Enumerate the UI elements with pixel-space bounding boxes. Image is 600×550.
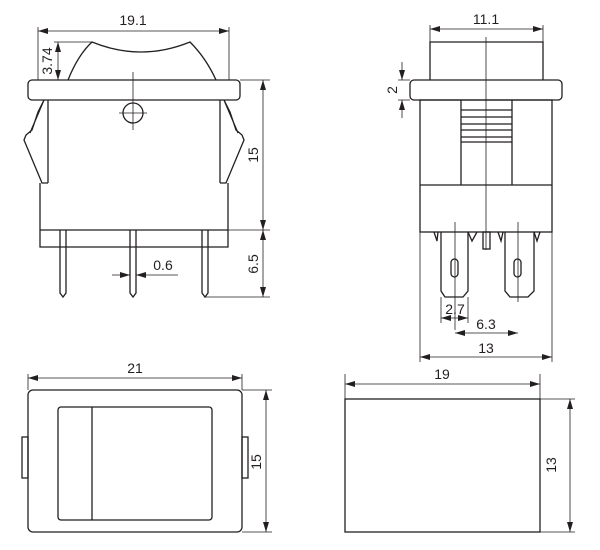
dim-body-width: 13 xyxy=(478,340,494,356)
dim-rocker-height: 3.74 xyxy=(39,47,55,74)
right-latch xyxy=(220,99,245,184)
dim-pin-width: 0.6 xyxy=(153,257,173,273)
dim-width: 19.1 xyxy=(119,12,146,28)
dim-pin-length: 6.5 xyxy=(245,254,261,274)
dim-top-width: 21 xyxy=(127,360,143,376)
dim-terminal-width: 2.7 xyxy=(445,301,465,317)
stripes xyxy=(461,109,512,143)
outer-bezel xyxy=(27,389,243,533)
center-tab xyxy=(482,231,491,250)
side-view: 11.1 2 2.7 6.3 13 xyxy=(384,11,563,362)
dim-flange-thickness: 2 xyxy=(384,86,400,94)
cutout-view: 19 13 xyxy=(344,366,575,533)
flange xyxy=(27,79,241,101)
right-terminal xyxy=(504,232,535,298)
panel-cutout xyxy=(344,398,541,533)
rocker xyxy=(67,41,217,81)
dim-cutout-width: 19 xyxy=(434,366,450,382)
body xyxy=(39,100,229,248)
front-view: 19.1 3.74 15 6.5 0.6 xyxy=(23,12,270,299)
dim-top-width: 11.1 xyxy=(473,11,499,27)
dim-body-height: 15 xyxy=(245,147,261,163)
dim-cutout-height: 13 xyxy=(543,457,559,473)
dim-top-height: 15 xyxy=(248,454,264,470)
rocker-face xyxy=(57,406,213,521)
top-view: 21 15 xyxy=(21,360,272,533)
pins xyxy=(59,230,209,299)
left-terminal xyxy=(440,232,469,298)
left-latch xyxy=(23,99,48,184)
dim-terminal-pitch: 6.3 xyxy=(476,316,496,332)
